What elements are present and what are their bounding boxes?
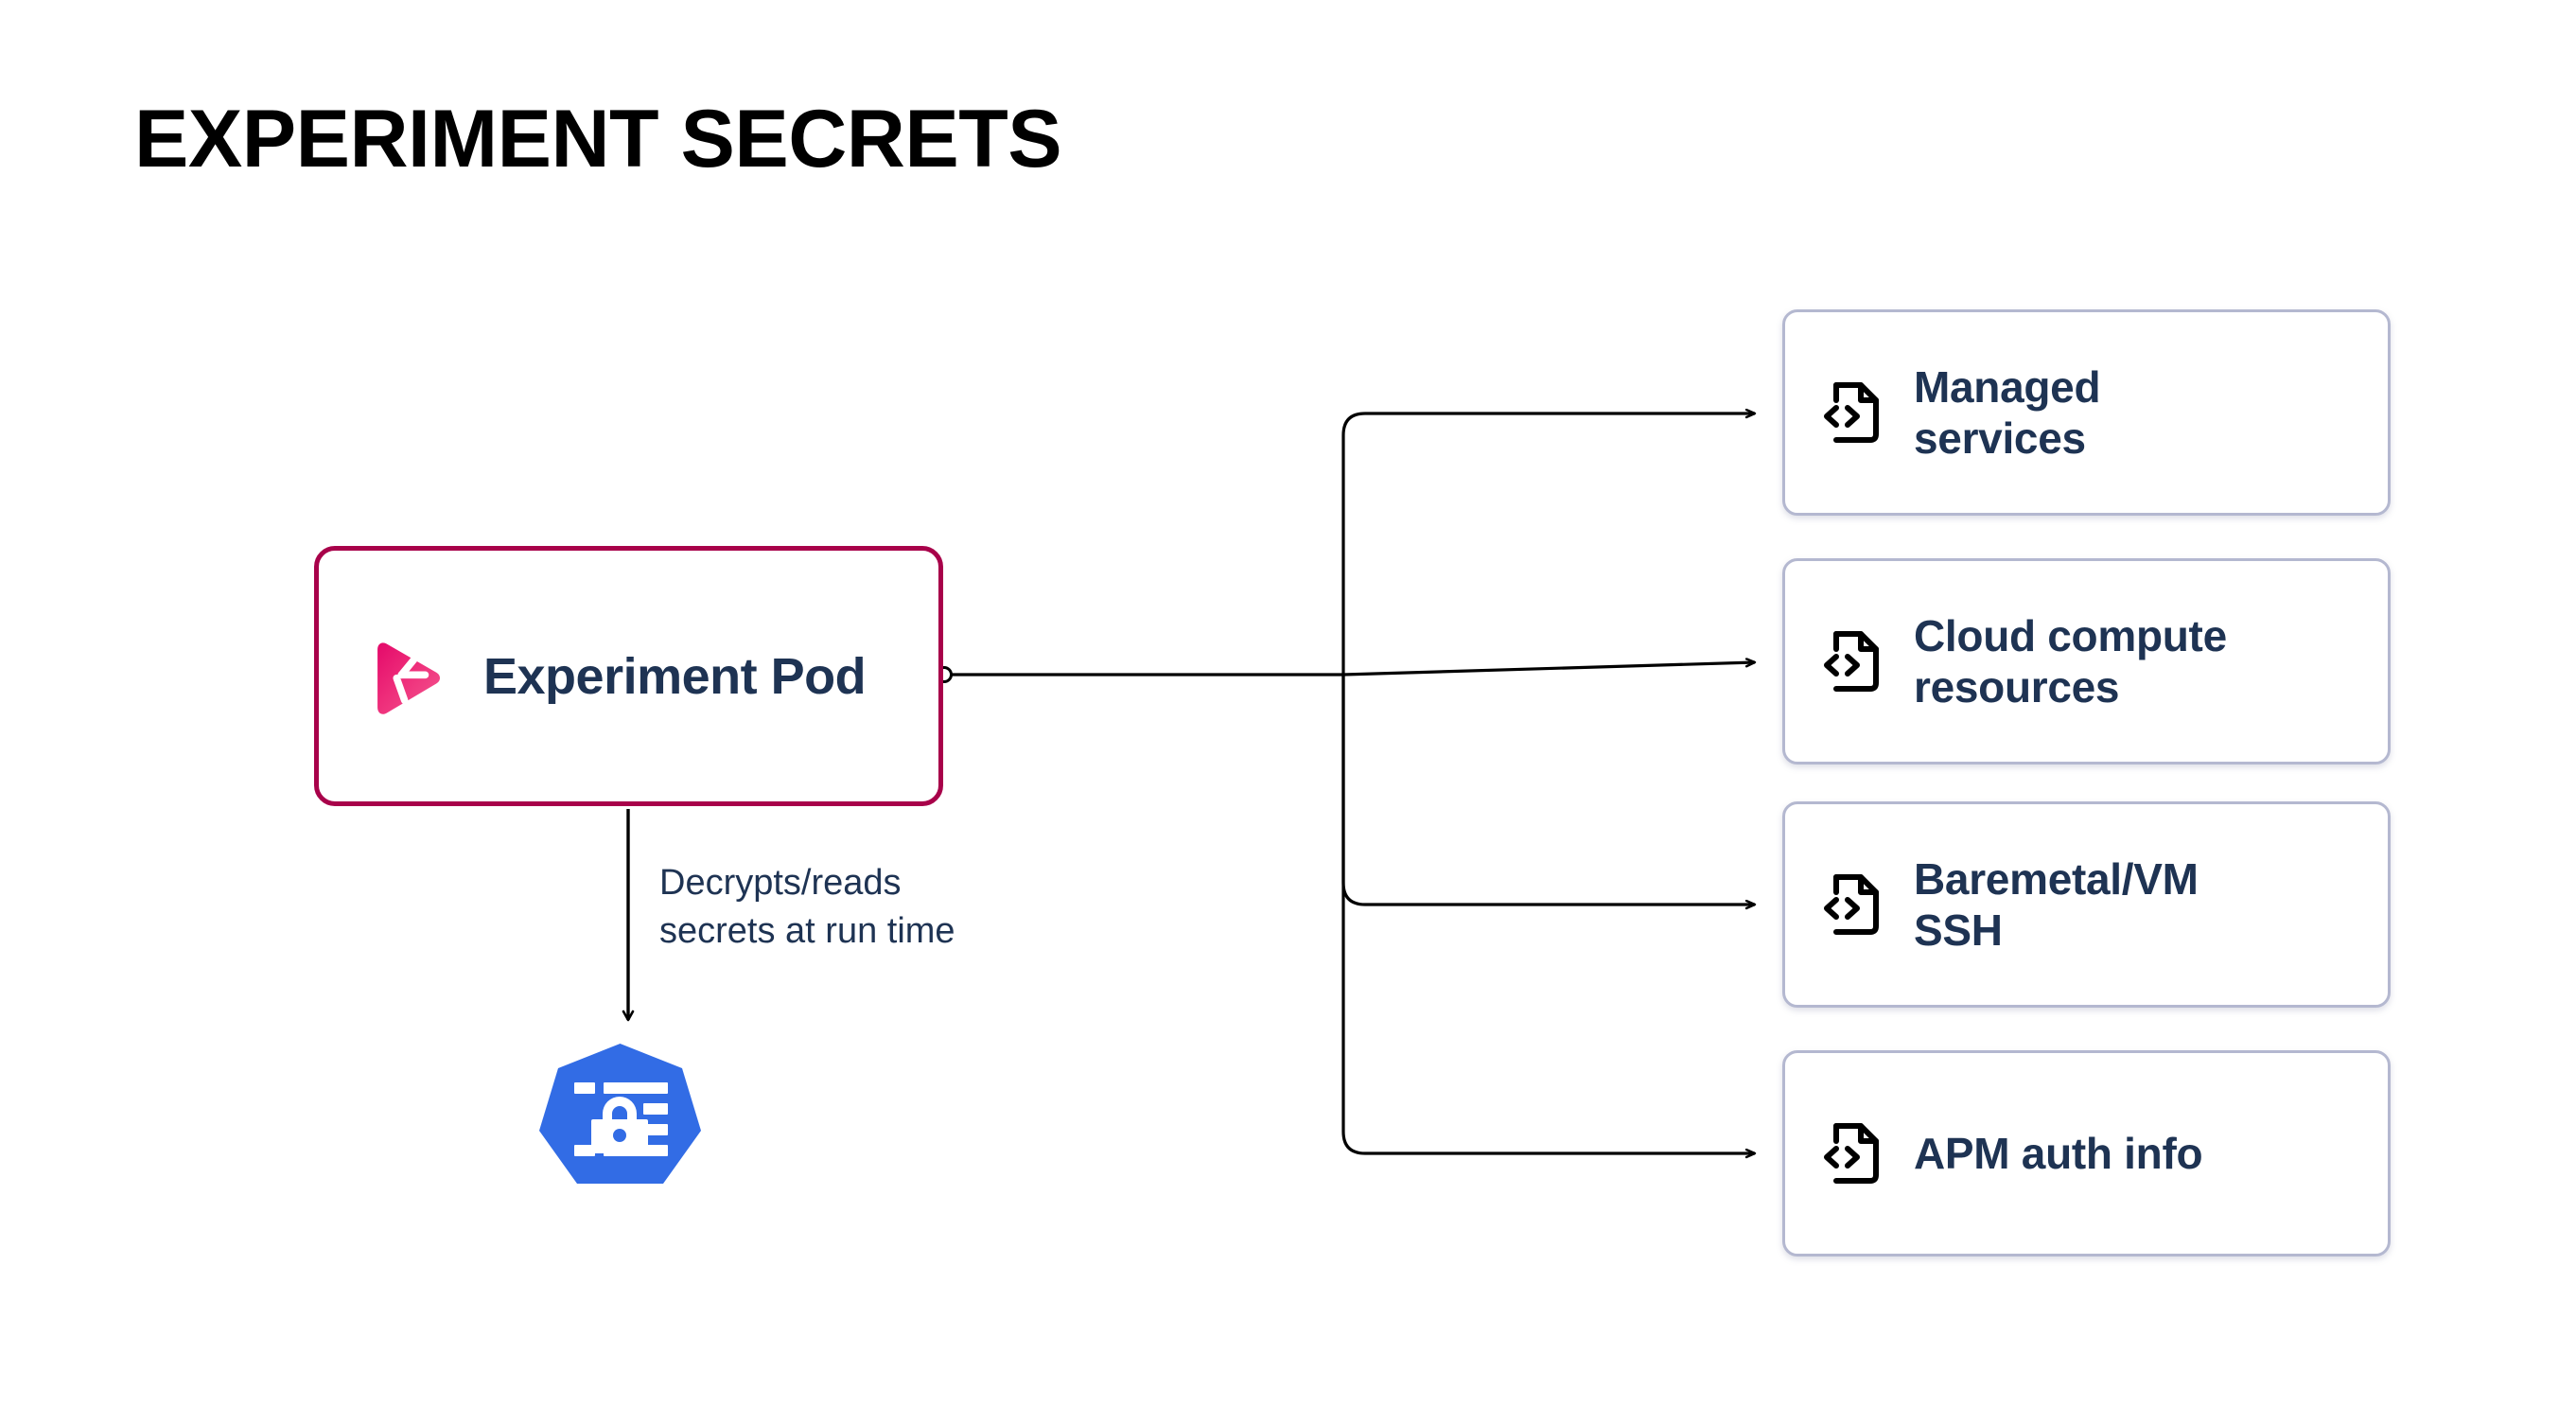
file-code-icon: [1824, 382, 1879, 443]
file-code-icon: [1824, 631, 1879, 692]
edge-to-managed-services: [1341, 413, 1755, 675]
experiment-pod-node[interactable]: Experiment Pod: [314, 546, 943, 806]
edge-to-cloud-compute: [1342, 662, 1755, 677]
secret-caption: secret: [586, 1186, 656, 1214]
target-card-label: Baremetal/VM SSH: [1914, 853, 2199, 955]
kubernetes-secret-node[interactable]: secret: [533, 1040, 708, 1227]
file-code-icon: [1824, 1123, 1879, 1184]
target-card-managed-services[interactable]: Managed services: [1782, 309, 2391, 516]
kubernetes-secret-icon: secret: [539, 1044, 701, 1214]
target-card-apm-auth[interactable]: APM auth info: [1782, 1050, 2391, 1257]
target-card-label: APM auth info: [1914, 1128, 2203, 1178]
edge-to-apm-auth: [1341, 675, 1755, 1153]
target-card-baremetal-ssh[interactable]: Baremetal/VM SSH: [1782, 801, 2391, 1008]
target-card-label: Cloud compute resources: [1914, 610, 2227, 712]
edge-to-baremetal-ssh: [1341, 675, 1755, 905]
target-card-label: Managed services: [1914, 361, 2101, 463]
file-code-icon: [1824, 874, 1879, 935]
decrypt-edge-label: Decrypts/reads secrets at run time: [659, 863, 955, 951]
page-title: EXPERIMENT SECRETS: [134, 94, 1062, 185]
target-card-cloud-compute[interactable]: Cloud compute resources: [1782, 558, 2391, 765]
experiment-pod-label: Experiment Pod: [483, 647, 867, 705]
gremlin-logo-icon: [377, 641, 441, 714]
